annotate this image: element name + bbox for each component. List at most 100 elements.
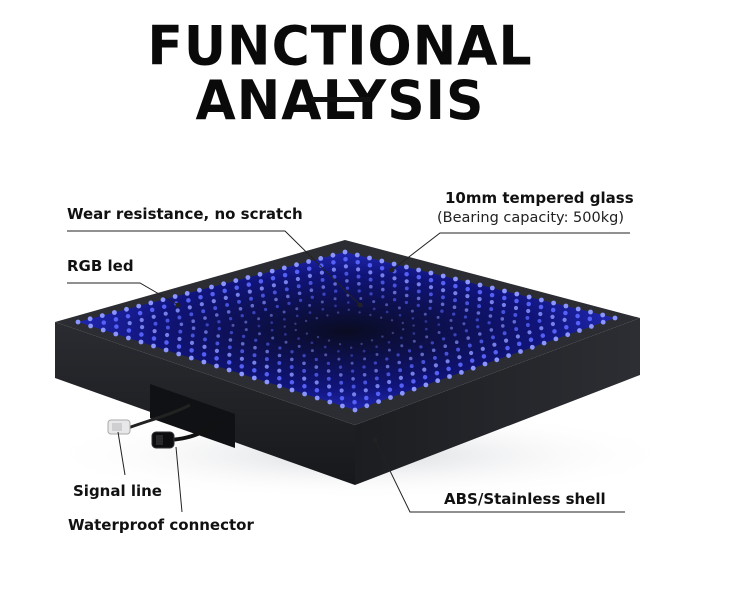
led-dot: [512, 320, 517, 324]
led-dot: [226, 360, 232, 365]
led-dot: [435, 378, 441, 384]
led-dot: [397, 306, 401, 310]
led-dot: [462, 322, 466, 326]
led-dot: [314, 395, 320, 401]
led-dot-grid: [75, 249, 618, 413]
led-dot: [551, 300, 556, 306]
led-dot: [302, 376, 307, 381]
led-dot: [113, 331, 119, 337]
led-dot: [494, 357, 500, 363]
led-dot: [392, 283, 397, 288]
led-dot: [238, 307, 243, 311]
led-dot: [540, 333, 546, 338]
led-dot: [277, 361, 282, 365]
led-dot: [416, 274, 422, 280]
led-dot: [215, 313, 219, 317]
led-dot: [431, 348, 436, 353]
led-dot: [436, 315, 440, 319]
led-dot: [489, 307, 494, 312]
led-dot: [164, 340, 169, 345]
led-dot: [501, 302, 506, 308]
led-dot: [246, 282, 252, 287]
led-dot: [231, 323, 235, 327]
led-dot: [527, 330, 532, 335]
led-dot: [440, 302, 445, 307]
led-dot: [228, 317, 233, 321]
led-dot: [525, 315, 530, 320]
led-dot: [270, 328, 274, 332]
led-dot: [283, 325, 286, 328]
led-dot: [126, 328, 132, 333]
led-dot: [254, 338, 258, 342]
led-dot: [463, 315, 468, 319]
led-dot: [274, 297, 278, 302]
led-dot: [412, 332, 416, 335]
led-dot: [487, 321, 491, 325]
led-dot: [259, 286, 264, 291]
led-dot: [331, 260, 336, 265]
led-dot: [197, 287, 202, 293]
led-dot: [336, 311, 340, 314]
led-dot: [409, 364, 414, 369]
led-dot: [245, 275, 251, 280]
connector-cable: [169, 418, 217, 442]
led-dot: [410, 371, 415, 376]
led-dot: [456, 347, 461, 352]
callout-wear-resistance: Wear resistance, no scratch: [67, 205, 303, 223]
led-dot: [295, 276, 300, 282]
led-dot: [151, 343, 156, 349]
led-dot: [178, 329, 183, 334]
led-dot: [222, 288, 227, 294]
led-dot: [163, 311, 168, 316]
led-dot: [501, 310, 506, 314]
led-dot: [269, 268, 275, 274]
led-dot: [226, 310, 231, 314]
led-dot: [191, 319, 195, 324]
led-dot: [398, 375, 403, 380]
led-dot: [306, 259, 311, 264]
led-dot: [234, 285, 239, 290]
led-dot: [165, 332, 170, 338]
led-dot: [252, 368, 257, 373]
led-dot: [354, 252, 360, 258]
led-dot: [458, 362, 463, 367]
led-dot: [327, 399, 333, 405]
led-dot: [464, 308, 469, 312]
callout-signal-line: Signal line: [73, 482, 162, 500]
led-dot: [355, 259, 360, 265]
led-dot: [352, 392, 357, 397]
led-dot: [241, 334, 246, 339]
callout-waterproof-connector: Waterproof connector: [68, 516, 254, 534]
led-dot: [575, 320, 581, 326]
led-dot: [404, 293, 409, 298]
led-dot: [282, 310, 286, 314]
led-dot: [308, 311, 312, 314]
led-dot: [151, 314, 156, 319]
led-dot: [294, 262, 299, 268]
led-dot: [515, 334, 521, 339]
led-dot: [305, 332, 309, 335]
led-dot: [277, 353, 282, 358]
led-dot: [151, 336, 157, 341]
led-dot: [385, 364, 390, 369]
led-dot: [488, 314, 493, 318]
led-dot: [189, 348, 194, 353]
led-dot: [502, 295, 507, 301]
led-dot: [176, 351, 182, 357]
led-dot: [179, 322, 184, 327]
led-dot: [564, 325, 569, 330]
led-dot: [489, 292, 495, 298]
led-dot: [465, 286, 470, 292]
led-dot: [177, 315, 182, 320]
led-dot: [334, 304, 337, 308]
led-dot: [326, 361, 331, 366]
led-dot: [271, 336, 275, 340]
led-dot: [504, 338, 509, 343]
led-dot: [465, 279, 471, 285]
led-dot: [239, 364, 244, 369]
led-dot: [600, 312, 606, 318]
led-dot: [428, 285, 434, 290]
led-dot: [381, 335, 384, 338]
signal-cable: [127, 403, 191, 430]
leader-signal: [117, 431, 126, 476]
